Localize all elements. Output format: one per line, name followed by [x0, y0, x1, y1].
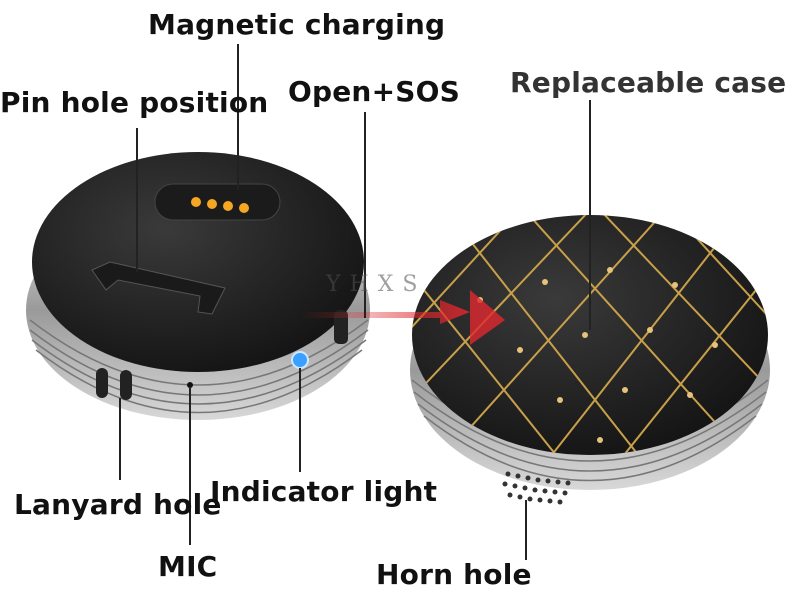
- device-front: [410, 215, 770, 505]
- watermark-text: YHXS: [326, 272, 427, 297]
- leader-lines: [119, 44, 591, 560]
- label-replaceable-case: Replaceable case: [510, 66, 787, 99]
- label-indicator-light: Indicator light: [210, 475, 438, 508]
- device-back: [26, 152, 370, 420]
- label-lanyard-hole: Lanyard hole: [14, 488, 222, 521]
- sos-button: [334, 310, 348, 344]
- lanyard-hole-1: [96, 368, 108, 398]
- arrow-indicator: [300, 290, 505, 345]
- mic-hole: [187, 382, 193, 388]
- charging-pad: [154, 183, 281, 221]
- label-horn-hole: Horn hole: [376, 558, 532, 591]
- back-cover: [32, 152, 364, 372]
- pin-clip: [91, 261, 226, 315]
- case-pattern: [412, 215, 768, 455]
- replaceable-case: [412, 215, 768, 455]
- label-pin-hole-position: Pin hole position: [0, 86, 269, 119]
- horn-hole: [502, 471, 571, 505]
- lanyard-hole-2: [120, 370, 132, 400]
- label-magnetic-charging: Magnetic charging: [148, 8, 446, 41]
- label-mic: MIC: [158, 550, 218, 583]
- charging-pins: [191, 197, 249, 213]
- indicator-led: [291, 351, 309, 369]
- label-open-sos: Open+SOS: [288, 75, 460, 108]
